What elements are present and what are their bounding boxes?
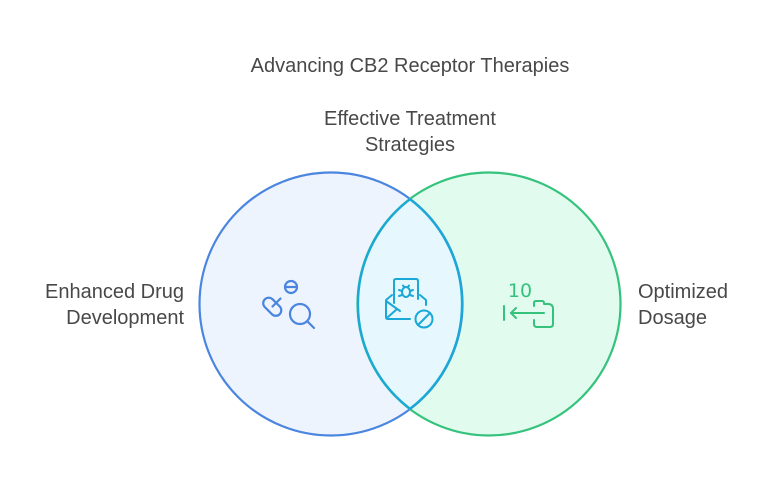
intersection-outline-right-arc (409, 198, 464, 410)
right-set-label: Optimized Dosage (638, 279, 728, 331)
right-set-label-line: Dosage (638, 307, 707, 329)
dosage-reduction-icon (503, 300, 554, 328)
pills-magnifier-icon (262, 279, 316, 330)
left-set-label-line: Development (66, 307, 184, 329)
left-set-label: Enhanced Drug Development (45, 279, 184, 331)
intersection-label-line: Strategies (364, 134, 456, 156)
intersection-label: Effective Treatment Strategies (258, 106, 562, 158)
intersection-region (357, 172, 463, 436)
envelope-bug-blocked-icon (385, 278, 434, 329)
right-set-label-line: Optimized (638, 281, 729, 303)
diagram-title: Advancing CB2 Receptor Therapies (250, 55, 570, 77)
intersection-label-line: Effective Treatment (324, 108, 496, 130)
intersection-outline-left-arc (356, 198, 411, 410)
dosage-number-label: 10 (508, 280, 532, 302)
left-set-label-line: Enhanced Drug (45, 281, 184, 303)
